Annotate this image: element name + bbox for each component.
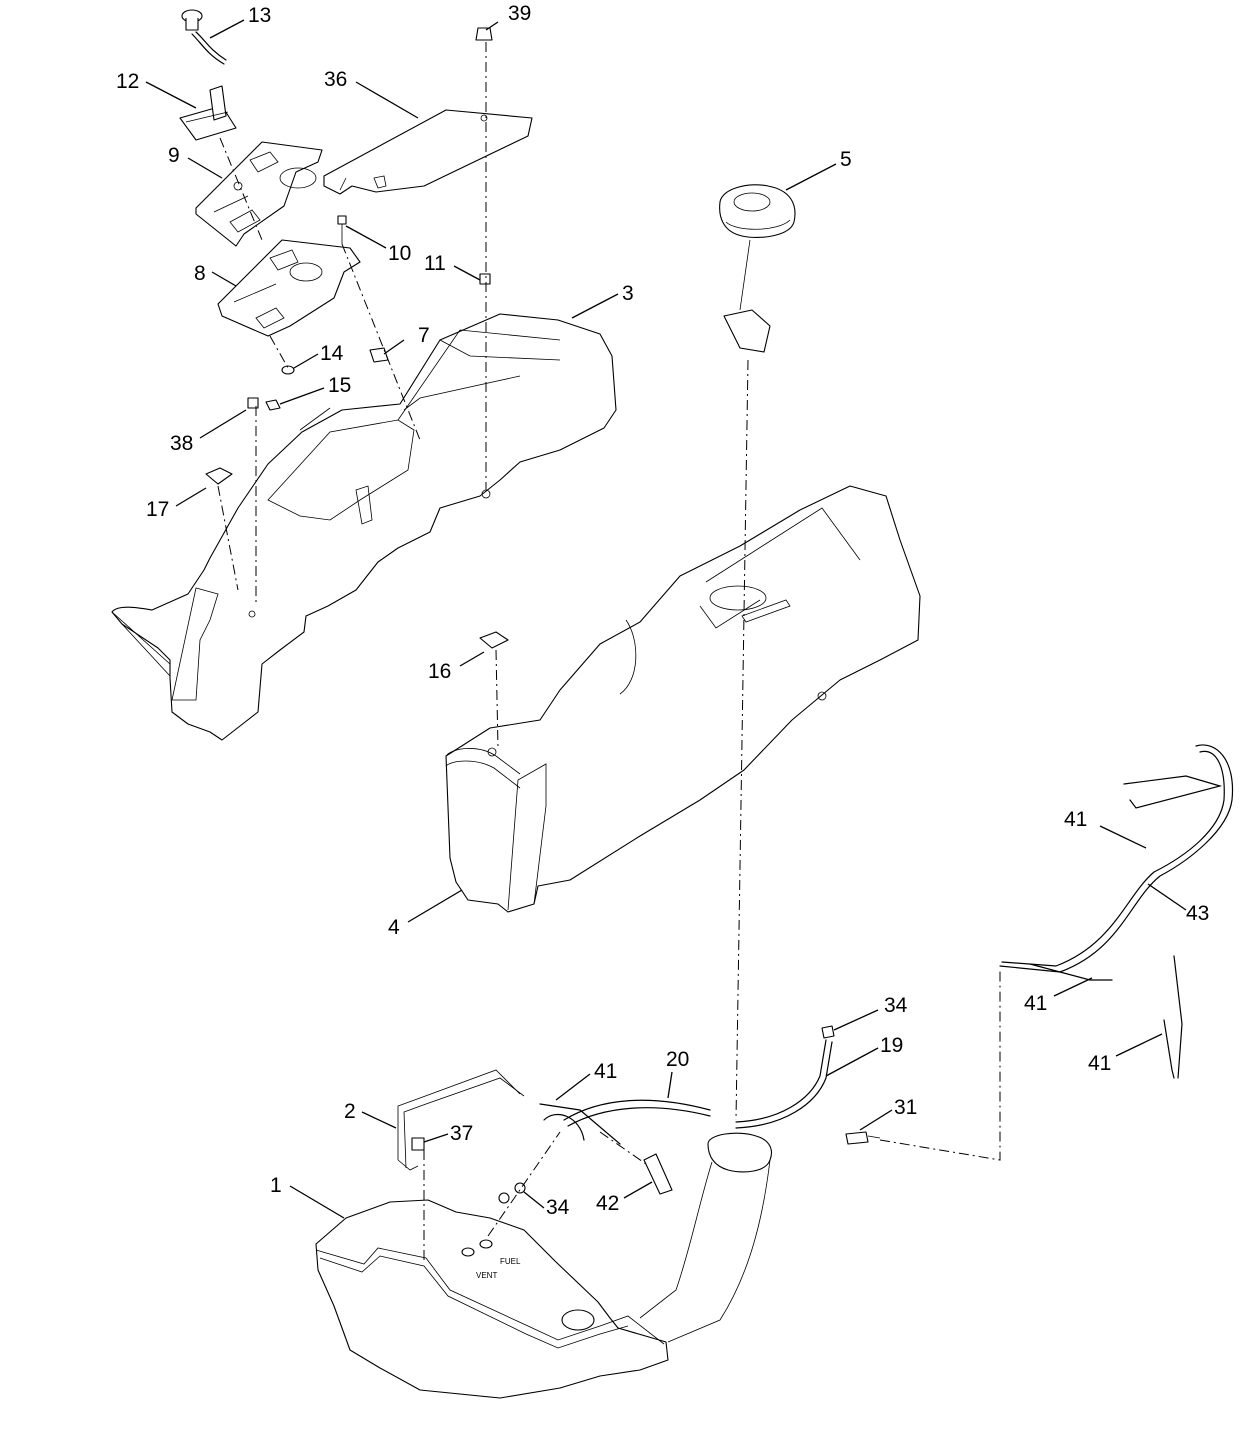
callout-43: 43: [1186, 902, 1209, 925]
bolt-37: [411, 1137, 425, 1151]
hose-20: [563, 1099, 711, 1127]
callout-38: 38: [170, 432, 193, 455]
callout-7: 7: [418, 324, 430, 347]
callout-12: 12: [116, 70, 139, 93]
tube-42: [643, 1153, 673, 1195]
line-41-upper: [1123, 775, 1223, 809]
callout-41-lower: 41: [594, 1060, 617, 1083]
bolt-11: [479, 273, 491, 285]
fuel-cap-5: [719, 184, 796, 353]
callout-1: 1: [270, 1174, 282, 1197]
callout-11: 11: [424, 252, 446, 275]
fitting-31: [845, 1131, 881, 1145]
hose-19: [735, 1039, 833, 1129]
tank-vent-marking: VENT: [476, 1271, 497, 1280]
callout-42: 42: [596, 1192, 619, 1215]
tank-fuel-marking: FUEL: [500, 1257, 521, 1266]
callout-13: 13: [248, 4, 271, 27]
fuel-tank-1: FUEL VENT: [315, 1132, 773, 1399]
callout-19: 19: [880, 1034, 903, 1057]
panel-plate-8: [217, 239, 361, 337]
bolt-10: [337, 215, 347, 244]
callout-17: 17: [146, 498, 169, 521]
plug-17: [205, 467, 233, 485]
callout-34-lower: 34: [546, 1196, 570, 1219]
callout-10: 10: [388, 242, 411, 265]
nut-15: [265, 399, 281, 411]
clamps-34-lower: [498, 1182, 526, 1204]
callout-14: 14: [320, 342, 344, 365]
cover-36: [323, 109, 533, 195]
hose-41-lower: [539, 1103, 621, 1145]
callout-34-upper: 34: [884, 994, 908, 1017]
callout-41-upper: 41: [1064, 808, 1087, 831]
callout-5: 5: [840, 148, 852, 171]
callout-labels: 13 39 12 36 9 5 10 11 8 3 7 14 15 38 17 …: [116, 2, 1209, 1219]
clip-39: [475, 27, 493, 41]
body-shell-4: [445, 485, 921, 913]
line-43: [999, 744, 1234, 973]
callout-37: 37: [450, 1122, 473, 1145]
callout-31: 31: [894, 1096, 917, 1119]
callout-3: 3: [622, 282, 634, 305]
clamp-34-upper: [821, 1025, 835, 1039]
callout-20: 20: [666, 1048, 689, 1071]
callout-16: 16: [428, 660, 451, 683]
console-3: [111, 313, 617, 741]
callout-41-middle: 41: [1024, 992, 1047, 1015]
bracket-12: [179, 85, 237, 141]
cap-knob-13: [181, 9, 227, 65]
bolt-38: [247, 397, 259, 409]
line-41-middle: [1029, 963, 1113, 981]
alignment-lines: [217, 42, 1001, 1262]
clip-7: [369, 347, 389, 363]
line-41-right: [1163, 955, 1183, 1079]
washer-14: [281, 365, 295, 375]
callout-41-right: 41: [1088, 1052, 1111, 1075]
callout-4: 4: [388, 916, 400, 939]
leader-lines: [145, 19, 1187, 1219]
callout-15: 15: [328, 374, 351, 397]
callout-8: 8: [194, 262, 206, 285]
callout-39: 39: [508, 2, 531, 25]
panel-plate-9: [195, 141, 323, 247]
bracket-2: [397, 1069, 525, 1171]
callout-36: 36: [324, 68, 347, 91]
callout-9: 9: [168, 144, 180, 167]
callout-2: 2: [344, 1100, 356, 1123]
plug-16: [479, 631, 509, 649]
